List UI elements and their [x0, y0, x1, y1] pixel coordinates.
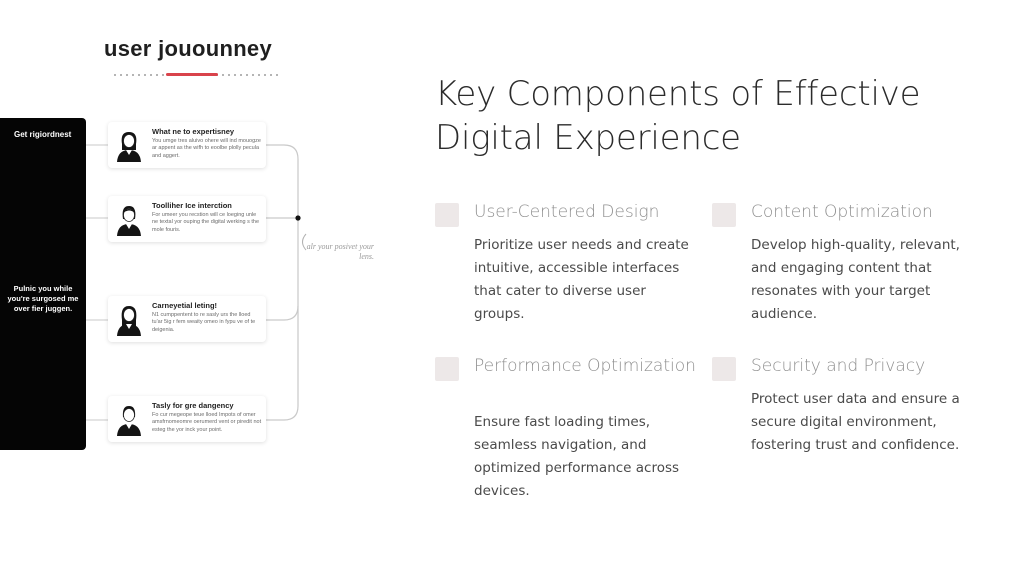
- card-text: Fo cur megeope teue lloed Impots of omer…: [152, 412, 262, 433]
- component-marker: [435, 203, 459, 227]
- card-text: For umeer you recstion will ce loeging u…: [152, 212, 260, 233]
- component-marker: [712, 203, 736, 227]
- card-title: Carneyetial leting!: [152, 301, 218, 310]
- journey-card: Carneyetial leting! N1 cumppentent to re…: [108, 296, 266, 342]
- user-journey-illustration: user jouounney Get rigiordnest Pulnic yo…: [0, 0, 400, 576]
- journey-title: user jouounney: [104, 36, 272, 61]
- component-title: User-Centered Design: [474, 202, 660, 222]
- page-title-line-1: Key Components of Effective: [435, 74, 921, 114]
- journey-card: Toolliher Ice interction For umeer you r…: [108, 196, 266, 242]
- component-title: Content Optimization: [751, 202, 933, 222]
- page-title-line-2: Digital Experience: [435, 118, 741, 158]
- journey-sidebar: Get rigiordnest Pulnic you while you're …: [0, 118, 86, 450]
- component-marker: [712, 357, 736, 381]
- component-description: Protect user data and ensure a secure di…: [751, 391, 960, 453]
- sidebar-label-top: Get rigiordnest: [14, 130, 72, 139]
- connector-node: [295, 215, 301, 221]
- accent-rule: [166, 73, 218, 76]
- card-text: You umge tres aluivo ohere will ind mouo…: [152, 138, 261, 159]
- person-avatar-icon: [117, 406, 141, 436]
- component-description: Ensure fast loading times, seamless navi…: [474, 414, 680, 499]
- journey-connector-lines: [86, 144, 307, 421]
- component-title: Security and Privacy: [751, 356, 926, 376]
- side-note: alr your posivet your lens.: [306, 242, 374, 262]
- component-title: Performance Optimization: [474, 356, 696, 376]
- card-title: Toolliher Ice interction: [152, 201, 232, 210]
- journey-title-underline: [114, 72, 280, 78]
- card-title: Tasly for gre dangency: [152, 401, 234, 410]
- component-description: Prioritize user needs and create intuiti…: [474, 237, 689, 322]
- component-description: Develop high-quality, relevant, and enga…: [751, 237, 960, 322]
- card-text: N1 cumppentent to re sasly urs the lloed…: [152, 312, 256, 333]
- page-title: Key Components of Effective Digital Expe…: [435, 72, 995, 160]
- card-title: What ne to expertisney: [152, 127, 235, 136]
- component-marker: [435, 357, 459, 381]
- person-avatar-icon: [117, 132, 141, 162]
- journey-card: What ne to expertisney You umge tres alu…: [108, 122, 266, 168]
- person-avatar-icon: [117, 306, 141, 336]
- sidebar-label-middle: Pulnic you while you're surgosed me over…: [7, 284, 79, 313]
- journey-card: Tasly for gre dangency Fo cur megeope te…: [108, 396, 266, 442]
- person-avatar-icon: [117, 206, 141, 236]
